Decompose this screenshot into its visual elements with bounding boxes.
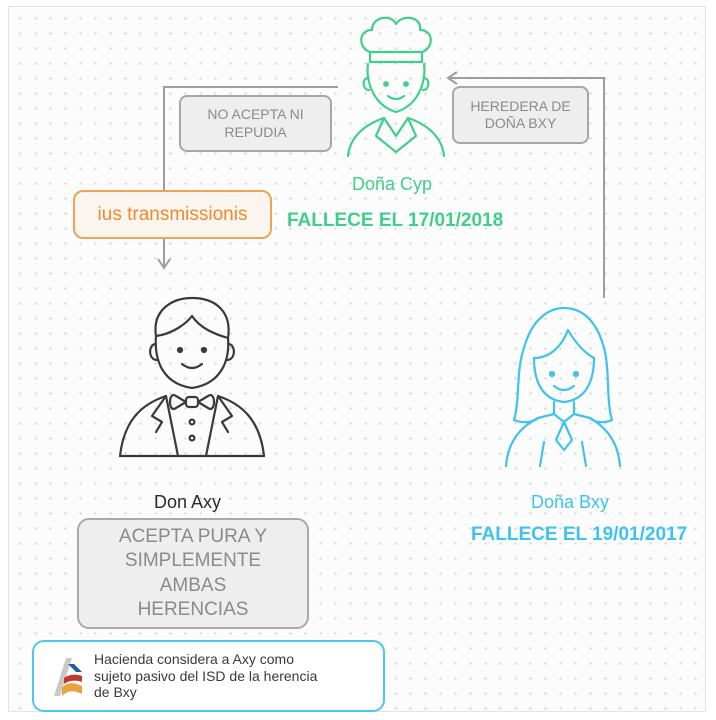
ius-transmissionis-box: ius transmissionis bbox=[73, 190, 272, 239]
agencia-tributaria-logo bbox=[54, 658, 82, 696]
arrowhead-axy bbox=[157, 258, 171, 270]
arrowhead-cyp bbox=[446, 71, 458, 85]
edge-label-no-acepta-text: NO ACEPTA NI REPUDIA bbox=[207, 106, 304, 140]
bxy-death-date: FALLECE EL 19/01/2017 bbox=[471, 524, 688, 545]
edge-bxy-to-cyp bbox=[450, 77, 605, 298]
acepta-box: ACEPTA PURA Y SIMPLEMENTE AMBAS HERENCIA… bbox=[77, 518, 309, 629]
edge-label-heredera: HEREDERA DE DOÑA BXY bbox=[452, 86, 589, 144]
edge-label-no-acepta: NO ACEPTA NI REPUDIA bbox=[179, 95, 332, 152]
cyp-name: Doña Cyp bbox=[352, 174, 433, 194]
hacienda-note-text: Hacienda considera a Axy como sujeto pas… bbox=[94, 651, 318, 701]
acepta-text: ACEPTA PURA Y SIMPLEMENTE AMBAS HERENCIA… bbox=[118, 525, 268, 620]
cyp-death-date: FALLECE EL 17/01/2018 bbox=[287, 210, 504, 231]
cyp-avatar-icon bbox=[346, 16, 446, 158]
ius-transmissionis-text: ius transmissionis bbox=[97, 203, 248, 225]
hacienda-note: Hacienda considera a Axy como sujeto pas… bbox=[32, 640, 385, 712]
edge-label-heredera-text: HEREDERA DE DOÑA BXY bbox=[470, 97, 571, 132]
bxy-avatar-icon bbox=[504, 306, 622, 468]
axy-avatar-icon bbox=[118, 296, 266, 458]
axy-name: Don Axy bbox=[154, 492, 222, 512]
bxy-name: Doña Bxy bbox=[531, 492, 610, 512]
